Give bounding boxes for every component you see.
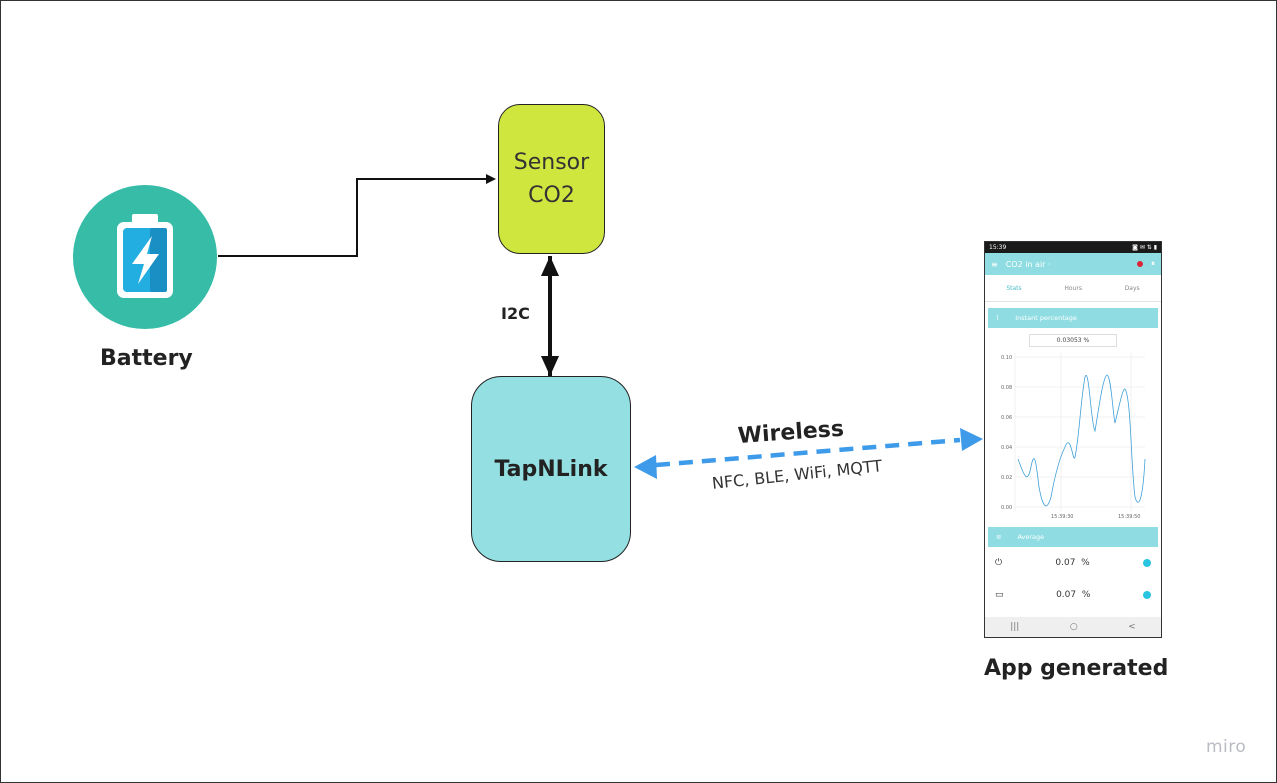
phone-section-instant: ⌇ Instant percentage bbox=[988, 308, 1158, 328]
phone-y-tick: 0.08 bbox=[1001, 385, 1012, 391]
phone-x-tick: 15:39:30 bbox=[1051, 514, 1073, 520]
phone-y-tick: 0.10 bbox=[1001, 355, 1012, 361]
battery-charging-icon bbox=[117, 214, 173, 298]
wireless-arrow-left bbox=[634, 455, 657, 479]
recent-apps-icon: ||| bbox=[1010, 622, 1020, 632]
menu-icon: ≡ bbox=[991, 259, 998, 269]
phone-app-title: CO2 in air · bbox=[1005, 259, 1051, 269]
i2c-arrow-down bbox=[541, 356, 559, 376]
phone-status-time: 15:39 bbox=[989, 244, 1007, 251]
phone-tabs: Stats Hours Days bbox=[985, 275, 1161, 302]
battery-icon: ▭ bbox=[995, 590, 1004, 600]
alert-icon bbox=[1137, 261, 1143, 267]
sensor-label-line2: CO2 bbox=[528, 183, 575, 208]
phone-y-tick: 0.00 bbox=[1001, 505, 1012, 511]
phone-instant-value-text: 0.03053 % bbox=[1056, 337, 1090, 344]
status-dot-icon bbox=[1143, 559, 1151, 567]
tapnlink-node: TapNLink bbox=[471, 376, 631, 562]
phone-y-tick: 0.02 bbox=[1001, 475, 1012, 481]
phone-section-average: ≋ Average bbox=[988, 527, 1158, 547]
phone-appbar-actions: ⏸ bbox=[1137, 259, 1155, 269]
phone-tab-hours: Hours bbox=[1064, 284, 1082, 292]
phone-y-tick: 0.06 bbox=[1001, 415, 1012, 421]
i2c-arrow-up bbox=[541, 256, 559, 276]
phone-section-instant-label: Instant percentage bbox=[1015, 314, 1077, 322]
battery-label: Battery bbox=[100, 346, 193, 371]
sensor-label-line1: Sensor bbox=[513, 150, 590, 175]
wireless-connector bbox=[655, 437, 961, 468]
status-dot-icon bbox=[1142, 591, 1151, 599]
phone-instant-value: 0.03053 % bbox=[1029, 334, 1117, 347]
phone-row-unit: % bbox=[1081, 558, 1090, 568]
back-icon: < bbox=[1128, 622, 1136, 632]
phone-row-value: 0.07 bbox=[1056, 590, 1077, 600]
i2c-label: I2C bbox=[501, 304, 530, 323]
phone-section-average-label: Average bbox=[1017, 533, 1045, 541]
pause-icon: ⏸ bbox=[1151, 259, 1155, 268]
home-icon: ○ bbox=[1069, 622, 1078, 632]
battery-to-sensor-connector bbox=[218, 174, 496, 257]
database-icon: ≋ bbox=[996, 533, 1002, 541]
phone-status-bar: 15:39 ◙ ✉ ⇅ ▮ bbox=[985, 242, 1161, 253]
tapnlink-label: TapNLink bbox=[494, 456, 608, 482]
miro-watermark: miro bbox=[1206, 737, 1247, 757]
phone-nav-bar: ||| ○ < bbox=[985, 617, 1161, 637]
phone-x-tick: 15:39:50 bbox=[1118, 514, 1140, 520]
sensor-co2-node: Sensor CO2 bbox=[498, 104, 605, 254]
app-generated-label: App generated bbox=[984, 656, 1169, 681]
phone-status-icons: ◙ ✉ ⇅ ▮ bbox=[1132, 244, 1157, 251]
app-phone-screenshot: 15:39 ◙ ✉ ⇅ ▮ ≡ CO2 in air · ⏸ Stats Hou… bbox=[984, 241, 1162, 638]
phone-chart-series-line bbox=[1017, 374, 1146, 507]
phone-line-chart: 0.10 0.08 0.06 0.04 0.02 0.00 15:39:30 1… bbox=[1001, 353, 1146, 520]
phone-tab-stats: Stats bbox=[1006, 284, 1022, 292]
battery-node bbox=[73, 185, 217, 329]
power-icon: ⏻ bbox=[995, 558, 1003, 568]
phone-average-row: ⏻ 0.07 % bbox=[985, 547, 1161, 579]
phone-row-unit: % bbox=[1081, 590, 1091, 600]
phone-y-tick: 0.04 bbox=[1001, 445, 1012, 451]
wireless-arrow-right bbox=[960, 428, 983, 451]
phone-average-row: ▭ 0.07 % bbox=[985, 579, 1161, 611]
phone-app-bar: ≡ CO2 in air · ⏸ bbox=[985, 253, 1161, 275]
phone-row-value: 0.07 bbox=[1055, 558, 1076, 568]
phone-tab-days: Days bbox=[1124, 284, 1140, 292]
trend-icon: ⌇ bbox=[996, 314, 1000, 322]
